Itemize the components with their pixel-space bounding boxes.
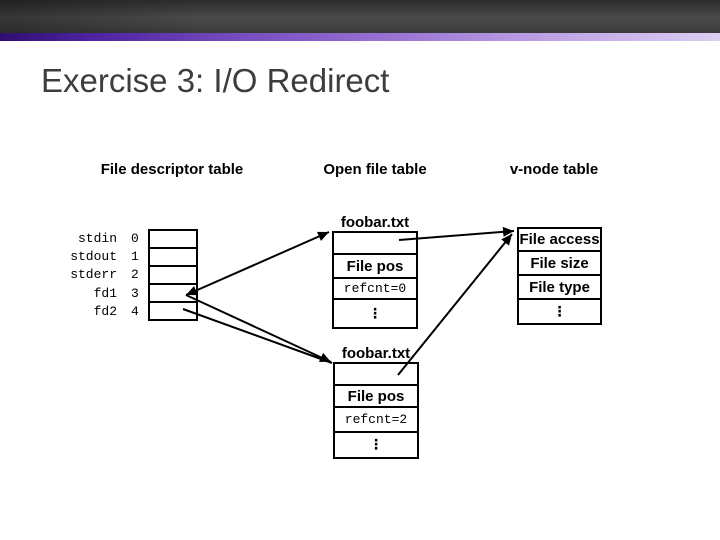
fd-name-label: stderr <box>70 267 117 283</box>
vnode-file-access-cell: File access <box>519 229 600 252</box>
vnode-table-header: v-node table <box>509 161 599 178</box>
fd-number-label: 0 <box>131 230 139 246</box>
fd-table-header: File descriptor table <box>100 161 244 178</box>
arrow-fd2-to-oft2 <box>182 308 333 364</box>
fd-name-label: fd1 <box>93 285 117 301</box>
open-file-table-1-refcnt-cell: refcnt=0 <box>334 279 416 300</box>
fd-label-column: stdin 0 stdout 1 stderr 2 fd1 3 fd2 4 <box>0 229 148 321</box>
fd-name-label: stdin <box>77 230 117 246</box>
fd-table-cell <box>150 249 196 267</box>
open-file-table-2-refcnt-cell: refcnt=2 <box>335 408 417 433</box>
open-file-table-2-empty-cell <box>335 364 417 386</box>
open-file-table-1-box: File pos refcnt=0 ⋮ <box>332 231 418 329</box>
fd-number-label: 3 <box>131 285 139 301</box>
top-banner <box>0 0 720 33</box>
fd-row-stdout: stdout 1 <box>0 247 148 265</box>
open-file-table-1-ellipsis-cell: ⋮ <box>368 305 382 322</box>
fd-table-cell <box>150 231 196 249</box>
fd-number-label: 4 <box>131 304 139 320</box>
fd-number-label: 1 <box>131 249 139 265</box>
fd-name-label: stdout <box>70 249 117 265</box>
open-file-table-2-box: File pos refcnt=2 ⋮ <box>333 362 419 459</box>
fd-table-cell <box>150 267 196 285</box>
open-file-table-header: Open file table <box>323 161 427 178</box>
open-file-table-2-ellipsis-cell: ⋮ <box>369 437 383 453</box>
open-file-table-2-filepos-cell: File pos <box>335 386 417 408</box>
slide-title: Exercise 3: I/O Redirect <box>41 62 390 99</box>
fd-row-fd1: fd1 3 <box>0 284 148 302</box>
accent-stripe <box>0 33 720 41</box>
vnode-file-type-cell: File type <box>519 276 600 300</box>
open-file-table-1-filename: foobar.txt <box>340 214 410 231</box>
arrow-fd1-to-oft1 <box>185 231 330 296</box>
fd-table <box>148 229 198 321</box>
vnode-ellipsis-cell: ⋮ <box>552 303 567 320</box>
fd-number-label: 2 <box>131 267 139 283</box>
fd-name-label: fd2 <box>93 304 117 320</box>
fd-row-stdin: stdin 0 <box>0 229 148 247</box>
open-file-table-1-filepos-cell: File pos <box>334 255 416 279</box>
vnode-file-size-cell: File size <box>519 252 600 276</box>
fd-row-fd2: fd2 4 <box>0 303 148 321</box>
open-file-table-1-empty-cell <box>334 233 416 255</box>
vnode-table-box: File access File size File type ⋮ <box>517 227 602 325</box>
fd-table-cell <box>150 303 196 319</box>
arrow-fd1-to-oft2 <box>185 294 332 363</box>
open-file-table-2-filename: foobar.txt <box>341 345 411 362</box>
fd-table-cell <box>150 285 196 303</box>
fd-row-stderr: stderr 2 <box>0 266 148 284</box>
